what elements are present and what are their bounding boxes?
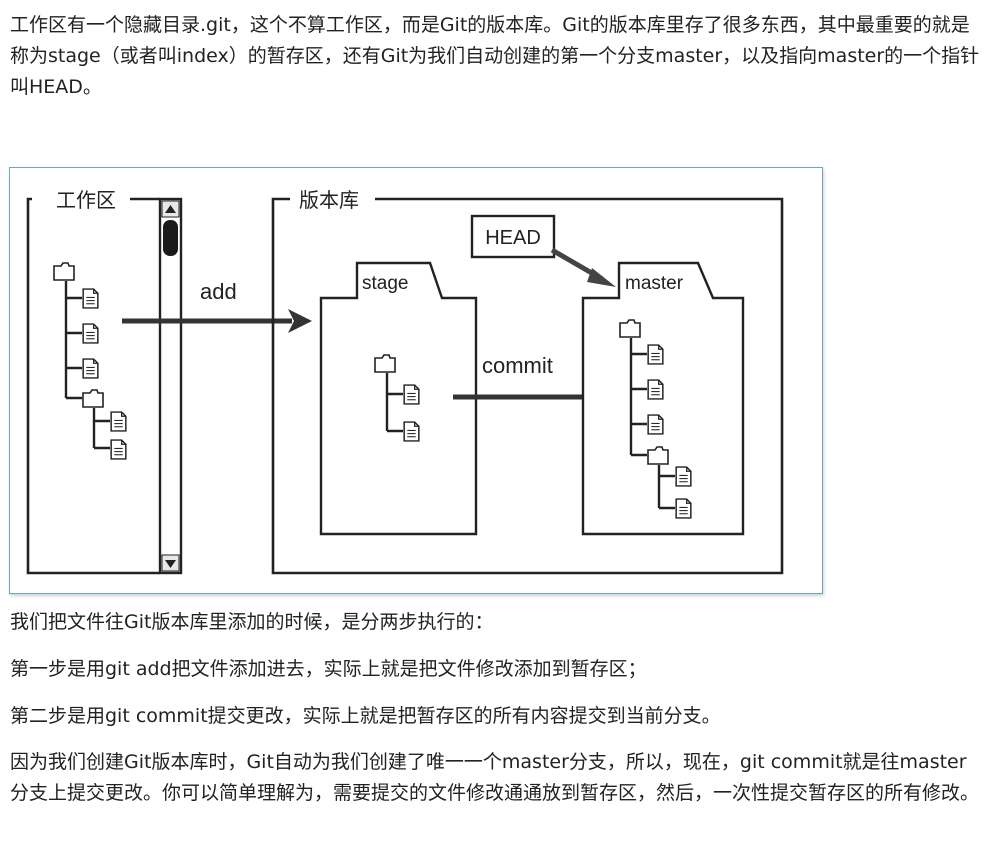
file-icon xyxy=(82,288,99,309)
repository-panel: 版本库 HEAD stage com xyxy=(271,189,784,575)
two-step-paragraph: 我们把文件往Git版本库里添加的时候，是分两步执行的： xyxy=(10,611,494,633)
folder-icon xyxy=(82,389,104,408)
stage-area: stage xyxy=(319,261,478,536)
step-two-paragraph: 第二步是用git commit提交更改，实际上就是把暂存区的所有内容提交到当前分… xyxy=(10,705,721,727)
file-icon xyxy=(647,379,664,400)
file-icon xyxy=(675,498,692,519)
repository-label: 版本库 xyxy=(299,189,359,212)
file-icon xyxy=(403,384,420,405)
diagram-svg: 工作区 xyxy=(26,189,784,575)
file-icon xyxy=(110,439,127,460)
commit-label: commit xyxy=(482,353,553,378)
folder-icon xyxy=(374,354,396,373)
intro-paragraph: 工作区有一个隐藏目录.git，这个不算工作区，而是Git的版本库。Git的版本库… xyxy=(10,14,980,98)
master-label: master xyxy=(625,273,684,294)
file-icon xyxy=(82,323,99,344)
scroll-thumb[interactable] xyxy=(163,220,178,256)
file-icon xyxy=(675,466,692,487)
scroll-up-icon[interactable] xyxy=(165,205,176,213)
file-icon xyxy=(647,344,664,365)
folder-icon xyxy=(619,319,641,338)
file-icon xyxy=(110,411,127,432)
folder-icon xyxy=(647,446,669,465)
file-icon xyxy=(82,358,99,379)
master-branch: master xyxy=(581,261,745,536)
workspace-panel: 工作区 xyxy=(26,189,183,575)
file-icon xyxy=(403,421,420,442)
folder-icon xyxy=(53,262,75,281)
step-one-paragraph: 第一步是用git add把文件添加进去，实际上就是把文件修改添加到暂存区； xyxy=(10,658,647,680)
summary-paragraph: 因为我们创建Git版本库时，Git自动为我们创建了唯一一个master分支，所以… xyxy=(10,751,980,804)
workspace-label: 工作区 xyxy=(56,189,116,212)
add-label: add xyxy=(200,279,237,304)
file-icon xyxy=(647,414,664,435)
git-workflow-diagram: 工作区 xyxy=(9,167,823,594)
scroll-down-icon[interactable] xyxy=(165,560,176,568)
add-arrow: add xyxy=(122,279,312,333)
stage-label: stage xyxy=(362,273,408,294)
workspace-file-tree xyxy=(53,262,127,460)
workspace-scrollbar[interactable] xyxy=(158,197,183,575)
head-label: HEAD xyxy=(485,227,541,249)
head-pointer: HEAD xyxy=(470,214,616,287)
